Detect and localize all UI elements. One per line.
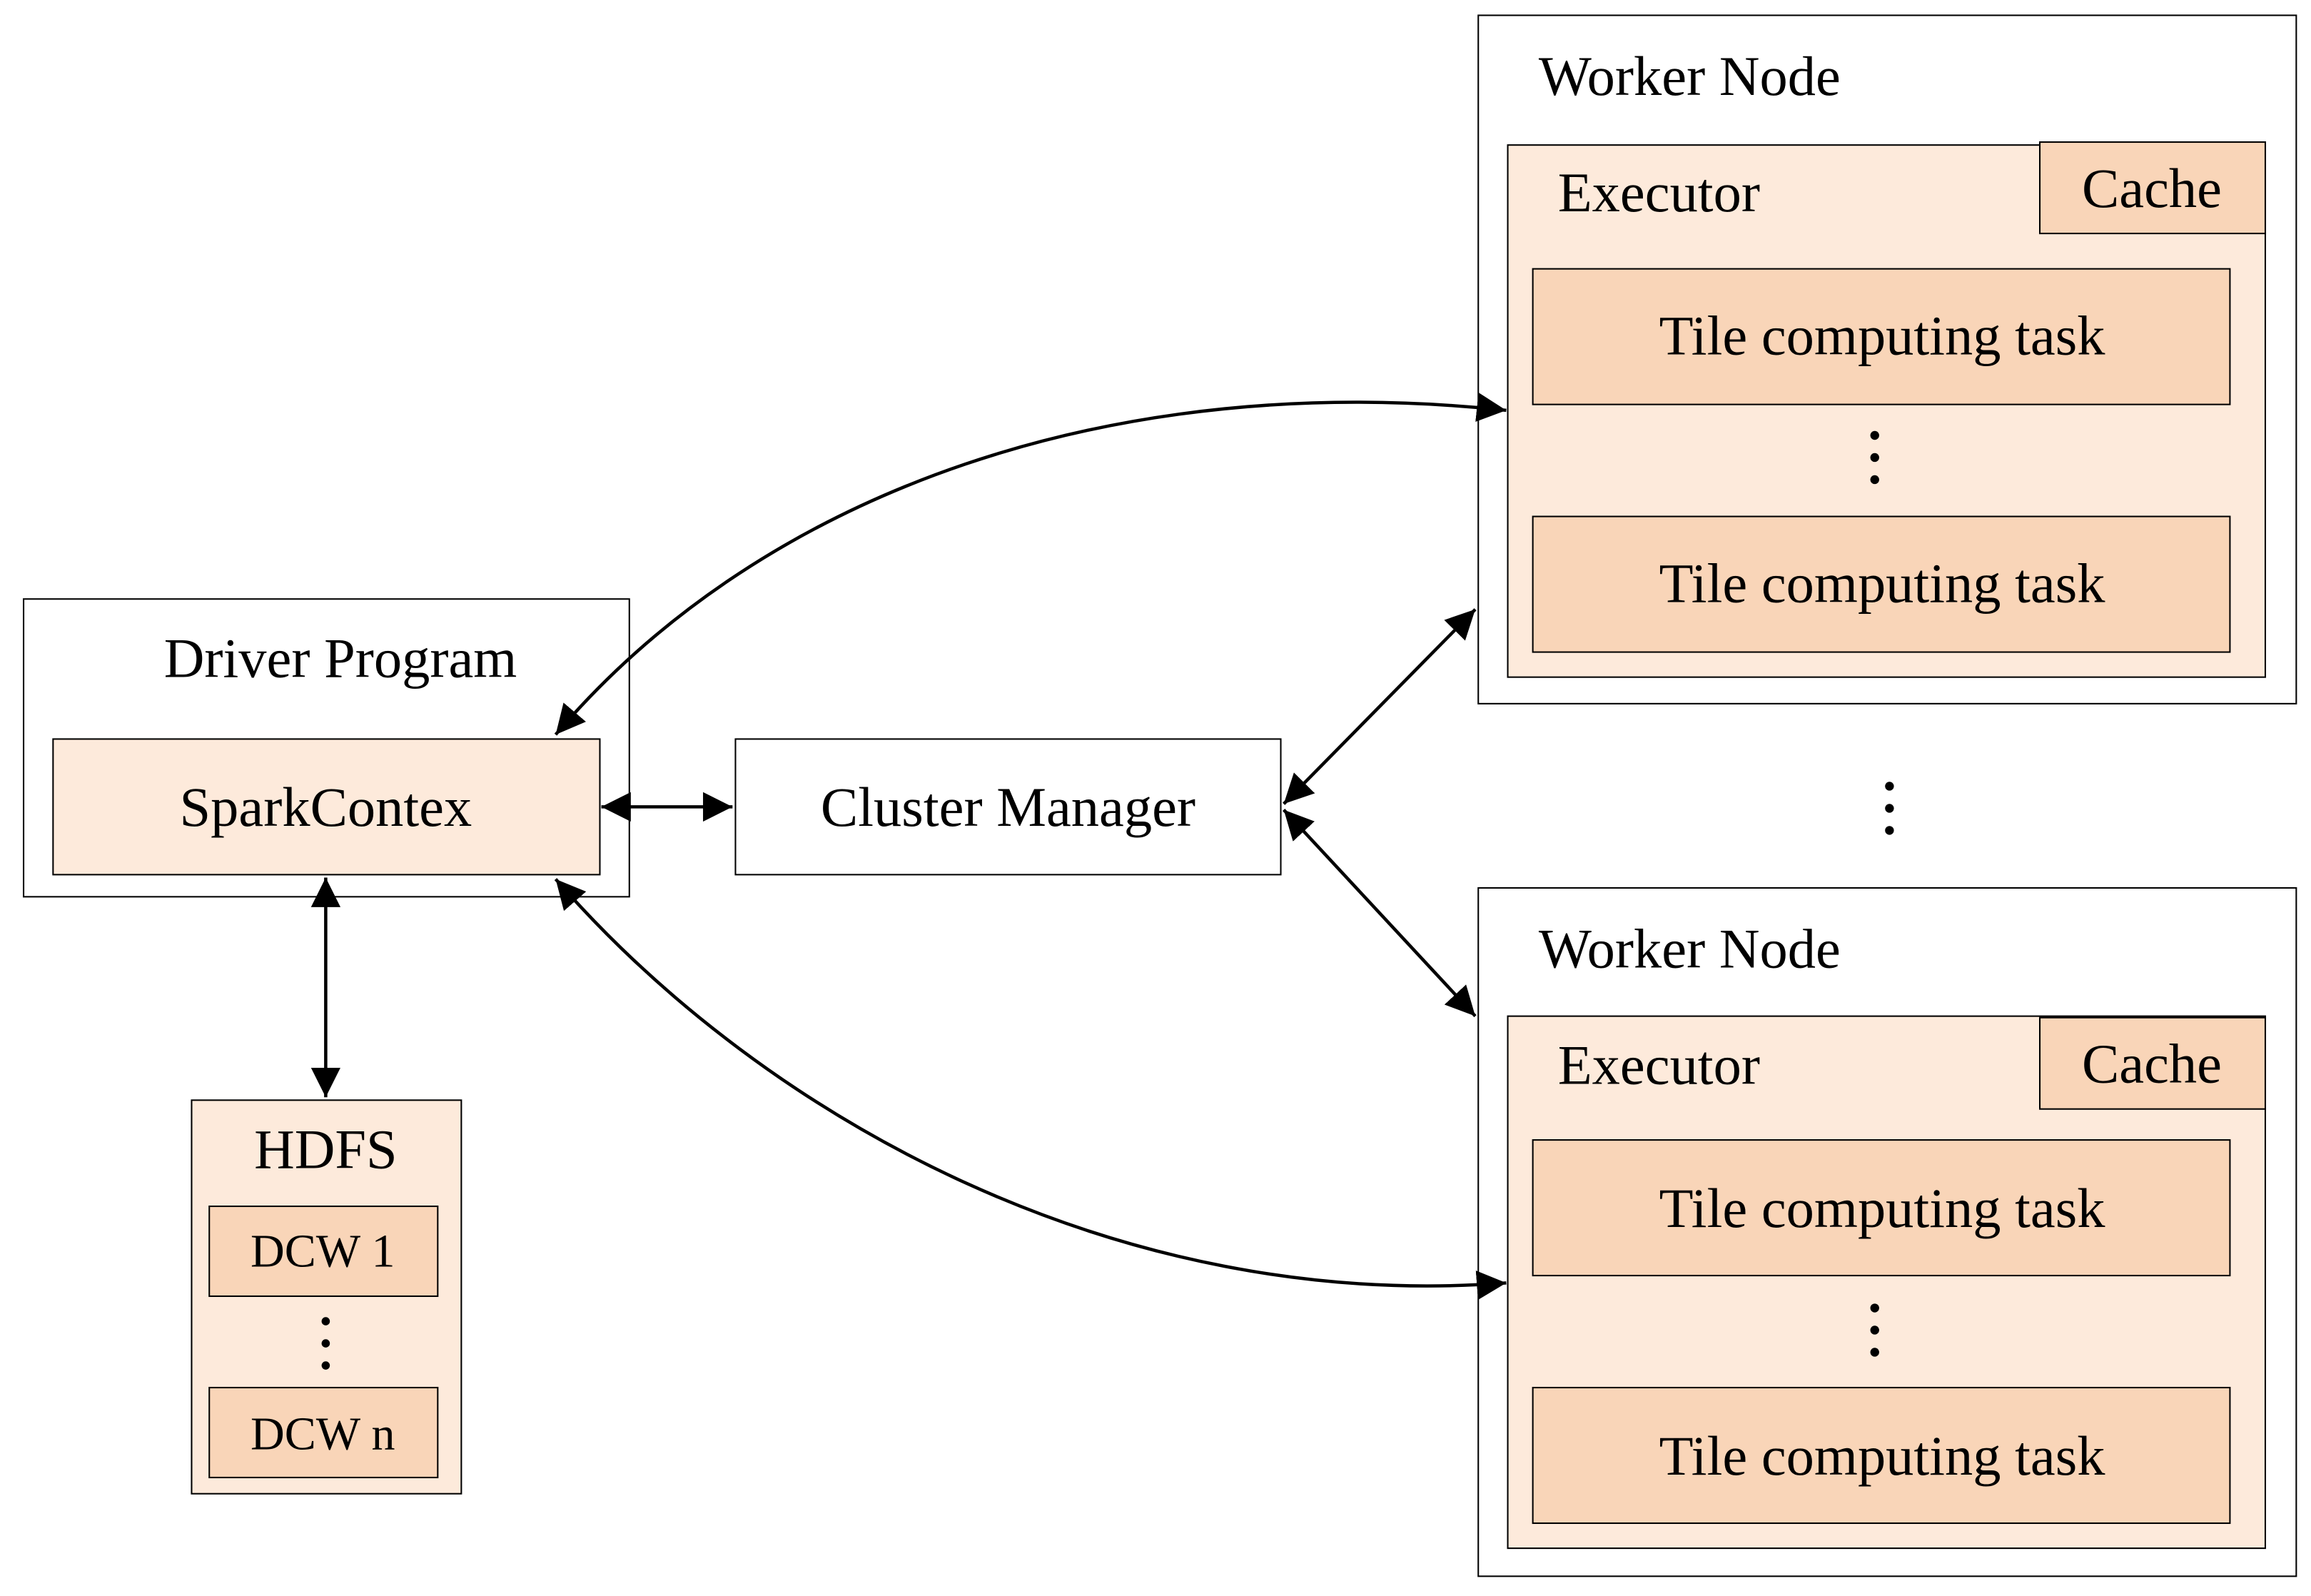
cluster-worker1-arrow	[1283, 608, 1477, 805]
cache-box	[2038, 141, 2267, 235]
executor-label: Executor	[1558, 161, 1760, 223]
worker-node-title: Worker Node	[1539, 917, 1841, 979]
worker-node: Worker Node Executor Cache Tile computin…	[1477, 887, 2297, 1577]
connectors	[310, 392, 1507, 1300]
tile-task-label: Tile computing task	[1659, 1177, 2106, 1239]
tile-task-box	[1532, 268, 2231, 405]
tile-task-box	[1532, 515, 2231, 653]
hdfs-title: HDFS	[254, 1118, 398, 1180]
tile-task-label: Tile computing task	[1659, 552, 2106, 614]
tile-task-label: Tile computing task	[1659, 304, 2106, 366]
tile-task-box	[1532, 1386, 2231, 1525]
spark-context-box	[52, 738, 601, 876]
cache-label: Cache	[2082, 1033, 2222, 1095]
driver-program-title: Driver Program	[164, 627, 517, 690]
worker-node: Worker Node Executor Cache Tile computin…	[1477, 14, 2297, 704]
cache-label: Cache	[2082, 157, 2222, 219]
tile-task-box	[1532, 1139, 2231, 1277]
tile-task-label: Tile computing task	[1659, 1425, 2106, 1487]
cluster-manager-label: Cluster Manager	[821, 776, 1195, 838]
executor-label: Executor	[1558, 1034, 1760, 1096]
hdfs: HDFS DCW 1 DCW n	[191, 1099, 462, 1495]
spark-context-label: SparkContex	[180, 776, 472, 838]
dcw-item-box	[208, 1386, 439, 1479]
driver-program: Driver Program SparkContex	[23, 598, 630, 898]
cluster-worker2-arrow	[1282, 808, 1477, 1018]
task-ellipsis	[1870, 1303, 1879, 1357]
dcw-item-box	[208, 1205, 439, 1298]
dcw-item-label: DCW 1	[251, 1226, 395, 1278]
spark-worker1-curve	[554, 392, 1507, 736]
hdfs-ellipsis	[321, 1317, 330, 1370]
dcw-item-label: DCW n	[251, 1408, 395, 1460]
worker-node-title: Worker Node	[1539, 45, 1841, 107]
cache-box	[2038, 1016, 2267, 1110]
spark-worker2-curve	[554, 878, 1507, 1300]
task-ellipsis	[1870, 430, 1879, 485]
cluster-manager-box	[734, 738, 1282, 876]
workers-ellipsis	[1885, 782, 1894, 835]
cluster-manager: Cluster Manager	[734, 738, 1282, 876]
